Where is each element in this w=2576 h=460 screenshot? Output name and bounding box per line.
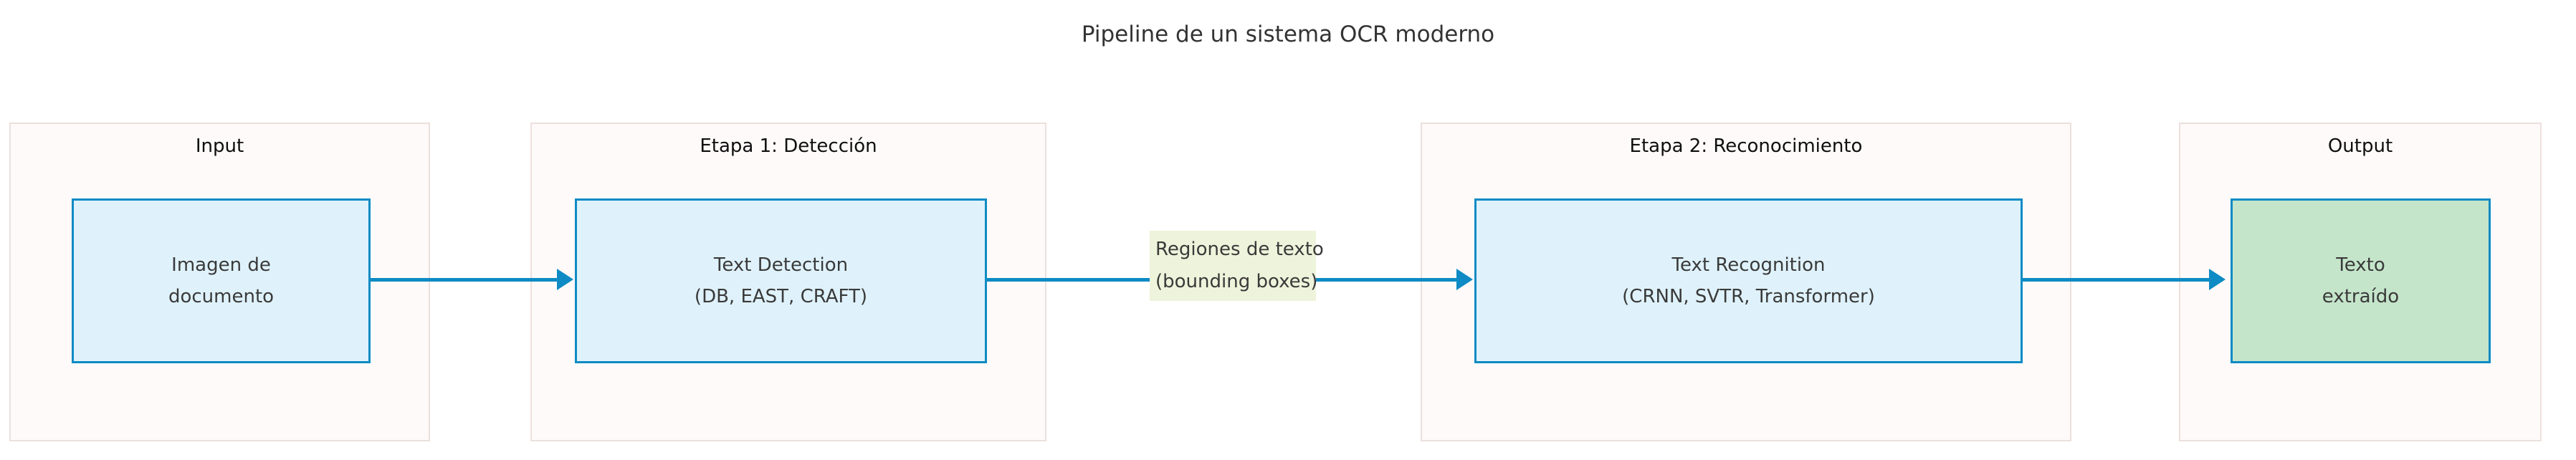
cluster-output: Output Texto extraído xyxy=(2179,123,2542,441)
node-label-line-1: Imagen de xyxy=(171,254,271,276)
node-texto-extraido[interactable]: Texto extraído xyxy=(2231,198,2491,363)
arrowhead-icon xyxy=(2209,269,2226,290)
node-label-line-2: (CRNN, SVTR, Transformer) xyxy=(1622,286,1875,307)
node-label-line-1: Texto xyxy=(2336,254,2385,276)
cluster-label-etapa-2: Etapa 2: Reconocimiento xyxy=(1629,135,1863,157)
edge-input-to-detection xyxy=(369,278,561,282)
cluster-etapa-2: Etapa 2: Reconocimiento Text Recognition… xyxy=(1421,123,2071,441)
edge-recognition-to-output xyxy=(2021,278,2213,282)
node-label-line-1: Text Recognition xyxy=(1671,254,1826,276)
node-imagen-de-documento[interactable]: Imagen de documento xyxy=(72,198,371,363)
edge-label-line-1: Regiones de texto xyxy=(1155,239,1324,260)
arrowhead-icon xyxy=(1456,269,1473,290)
node-label-line-2: extraído xyxy=(2322,286,2400,307)
node-label-line-2: (DB, EAST, CRAFT) xyxy=(694,286,868,307)
cluster-etapa-1: Etapa 1: Detección Text Detection (DB, E… xyxy=(530,123,1046,441)
cluster-label-input: Input xyxy=(195,135,244,157)
node-label-line-2: documento xyxy=(168,286,275,307)
page-title: Pipeline de un sistema OCR moderno xyxy=(1081,21,1495,47)
cluster-label-output: Output xyxy=(2327,135,2393,157)
edge-label-regiones-de-texto: Regiones de texto (bounding boxes) xyxy=(1150,231,1324,301)
cluster-label-etapa-1: Etapa 1: Detección xyxy=(700,135,877,157)
arrowhead-icon xyxy=(557,269,573,290)
edge-label-line-2: (bounding boxes) xyxy=(1155,271,1318,292)
node-text-detection[interactable]: Text Detection (DB, EAST, CRAFT) xyxy=(575,198,987,363)
node-text-recognition[interactable]: Text Recognition (CRNN, SVTR, Transforme… xyxy=(1474,198,2023,363)
node-label-line-1: Text Detection xyxy=(713,254,849,276)
cluster-input: Input Imagen de documento xyxy=(9,123,430,441)
